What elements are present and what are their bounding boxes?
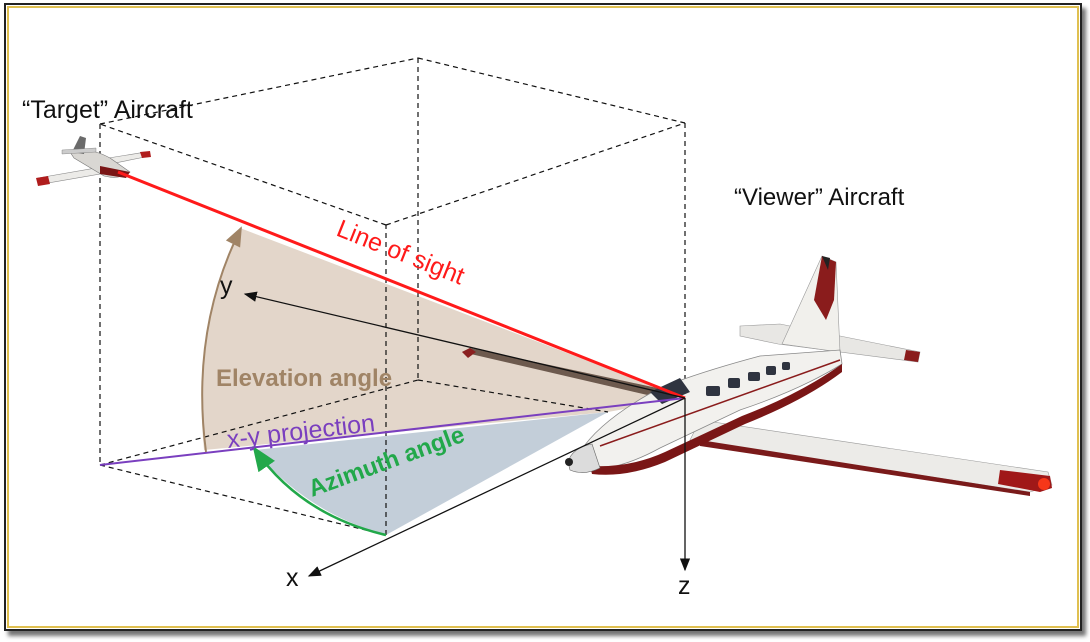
target-aircraft-label: “Target” Aircraft	[22, 96, 193, 124]
dashed-box	[99, 57, 686, 536]
viewer-aircraft-label: “Viewer” Aircraft	[734, 184, 905, 211]
elevation-arc	[201, 226, 242, 453]
azimuth-wedge	[255, 412, 608, 535]
xy-projection-line	[99, 397, 686, 466]
line-of-sight	[117, 170, 686, 400]
elevation-wedge	[201, 228, 685, 450]
axis-x-label: x	[286, 564, 299, 592]
elevation-angle-label: Elevation angle	[216, 365, 392, 392]
axis-z-label: z	[678, 572, 691, 600]
x-axis-arrow	[307, 397, 686, 577]
azimuth-arc	[252, 445, 387, 537]
y-axis-arrow	[243, 291, 686, 399]
diagram-frame	[4, 3, 1082, 631]
axis-y-label: y	[220, 272, 233, 300]
target-aircraft	[36, 136, 151, 186]
